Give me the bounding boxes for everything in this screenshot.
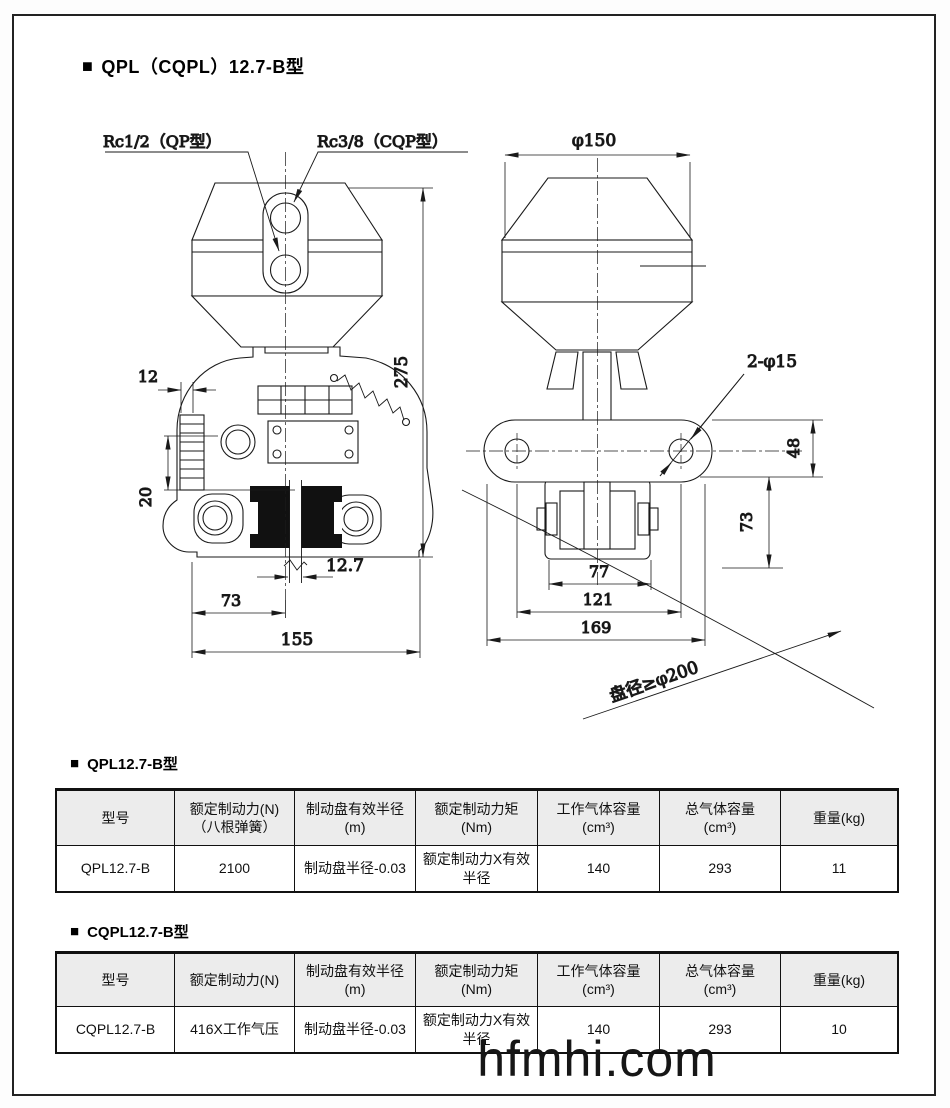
table-cell: 制动盘半径-0.03: [295, 846, 416, 891]
watermark-text: hfmhi.com: [477, 1031, 717, 1087]
column-header: 型号: [57, 791, 175, 846]
table-cell: 140: [538, 1007, 660, 1052]
dim-12-7: 12.7: [326, 556, 364, 576]
port-qp-label: Rc1/2（QP型）: [103, 132, 222, 151]
cqpl-section-title: ■ CQPL12.7-B型: [70, 921, 189, 942]
section-bullet-icon: ■: [70, 923, 80, 940]
table-cell: 293: [660, 846, 781, 891]
section-bullet-icon: ■: [70, 755, 80, 772]
page-title: ■ QPL（CQPL）12.7-B型: [82, 53, 304, 79]
page-border-frame: [12, 14, 936, 1096]
front-view: Rc1/2（QP型） Rc3/8（CQP型） 12 20 275 12.7 73: [102, 131, 468, 658]
dim-155: 155: [281, 630, 313, 650]
side-view: 盘径≥φ200 φ150 2-φ15 77 121 169 48: [461, 130, 875, 720]
dim-73-front: 73: [221, 591, 241, 610]
section-bullet-icon: ■: [82, 56, 94, 76]
column-header: 型号: [57, 954, 175, 1007]
dim-77: 77: [589, 562, 609, 581]
table-cell-model: CQPL12.7-B: [57, 1007, 175, 1052]
column-header: 额定制动力矩 (Nm): [416, 954, 538, 1007]
table-cell: 额定制动力X有效半径: [416, 1007, 538, 1052]
dim-48: 48: [784, 438, 803, 458]
port-cqp-label: Rc3/8（CQP型）: [317, 132, 448, 151]
qpl-section-title: ■ QPL12.7-B型: [70, 753, 178, 774]
table-cell: 10: [831, 1021, 847, 1038]
table-cell: 额定制动力X有效半径: [416, 846, 538, 891]
column-header: 工作气体容量 (cm³): [538, 954, 660, 1007]
column-header: 重量(kg): [781, 954, 897, 1007]
table-cell: 2100: [175, 846, 295, 891]
column-header: 工作气体容量 (cm³): [538, 791, 660, 846]
dim-20: 20: [136, 487, 155, 507]
column-header: 重量(kg): [781, 791, 897, 846]
table-cell: 制动盘半径-0.03: [295, 1007, 416, 1052]
table-cell: 293: [660, 1007, 781, 1052]
table-cell: 140: [538, 846, 660, 891]
column-header: 额定制动力(N) （八根弹簧）: [175, 791, 295, 846]
dim-275: 275: [392, 356, 412, 388]
page-title-text: QPL（CQPL）12.7-B型: [101, 57, 305, 77]
cqpl-spec-table: 型号 额定制动力(N) 制动盘有效半径 (m) 额定制动力矩 (Nm) 工作气体…: [55, 951, 899, 1054]
technical-drawing: Rc1/2（QP型） Rc3/8（CQP型） 12 20 275 12.7 73: [102, 130, 875, 720]
dim-73-side: 73: [737, 512, 756, 532]
dim-dia150: φ150: [572, 131, 616, 151]
table-cell-model: QPL12.7-B: [57, 846, 175, 891]
table-cell: 11: [831, 860, 847, 877]
qpl-spec-table: 型号 额定制动力(N) （八根弹簧） 制动盘有效半径 (m) 额定制动力矩 (N…: [55, 788, 899, 893]
column-header: 总气体容量 (cm³): [660, 791, 781, 846]
qpl-section-title-text: QPL12.7-B型: [87, 756, 178, 773]
column-header: 额定制动力矩 (Nm): [416, 791, 538, 846]
dim-169: 169: [581, 618, 612, 637]
dim-121: 121: [583, 590, 614, 609]
column-header: 总气体容量 (cm³): [660, 954, 781, 1007]
column-header: 额定制动力(N): [175, 954, 295, 1007]
table-cell: 416X工作气压: [175, 1007, 295, 1052]
disc-note: 盘径≥φ200: [607, 658, 701, 707]
holes-label: 2-φ15: [747, 352, 797, 372]
column-header: 制动盘有效半径 (m): [295, 954, 416, 1007]
dim-12: 12: [138, 367, 158, 386]
column-header: 制动盘有效半径 (m): [295, 791, 416, 846]
cqpl-section-title-text: CQPL12.7-B型: [87, 924, 189, 941]
